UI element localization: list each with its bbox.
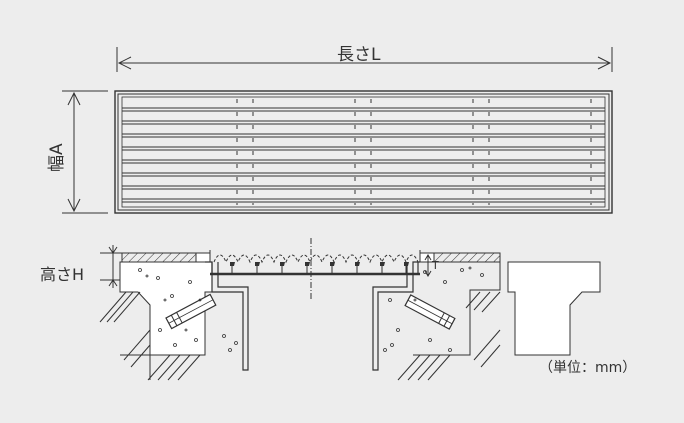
cross-rods [236,99,592,205]
length-label: 長さL [337,45,381,65]
width-dimension [62,90,108,214]
left-anchor [165,293,217,330]
section-view [99,238,601,381]
t-dimension [424,254,432,277]
grating-frame [114,90,613,214]
top-view [62,47,613,214]
right-anchor [404,294,456,330]
unit-label: （単位：mm） [539,360,637,376]
thickness-label: T [432,259,439,272]
width-label: 幅A [47,143,67,172]
left-concrete [99,252,249,381]
length-dimension [116,47,613,72]
height-label: 高さH [40,265,85,284]
grating-section [209,238,432,300]
grating-bars [122,107,605,203]
